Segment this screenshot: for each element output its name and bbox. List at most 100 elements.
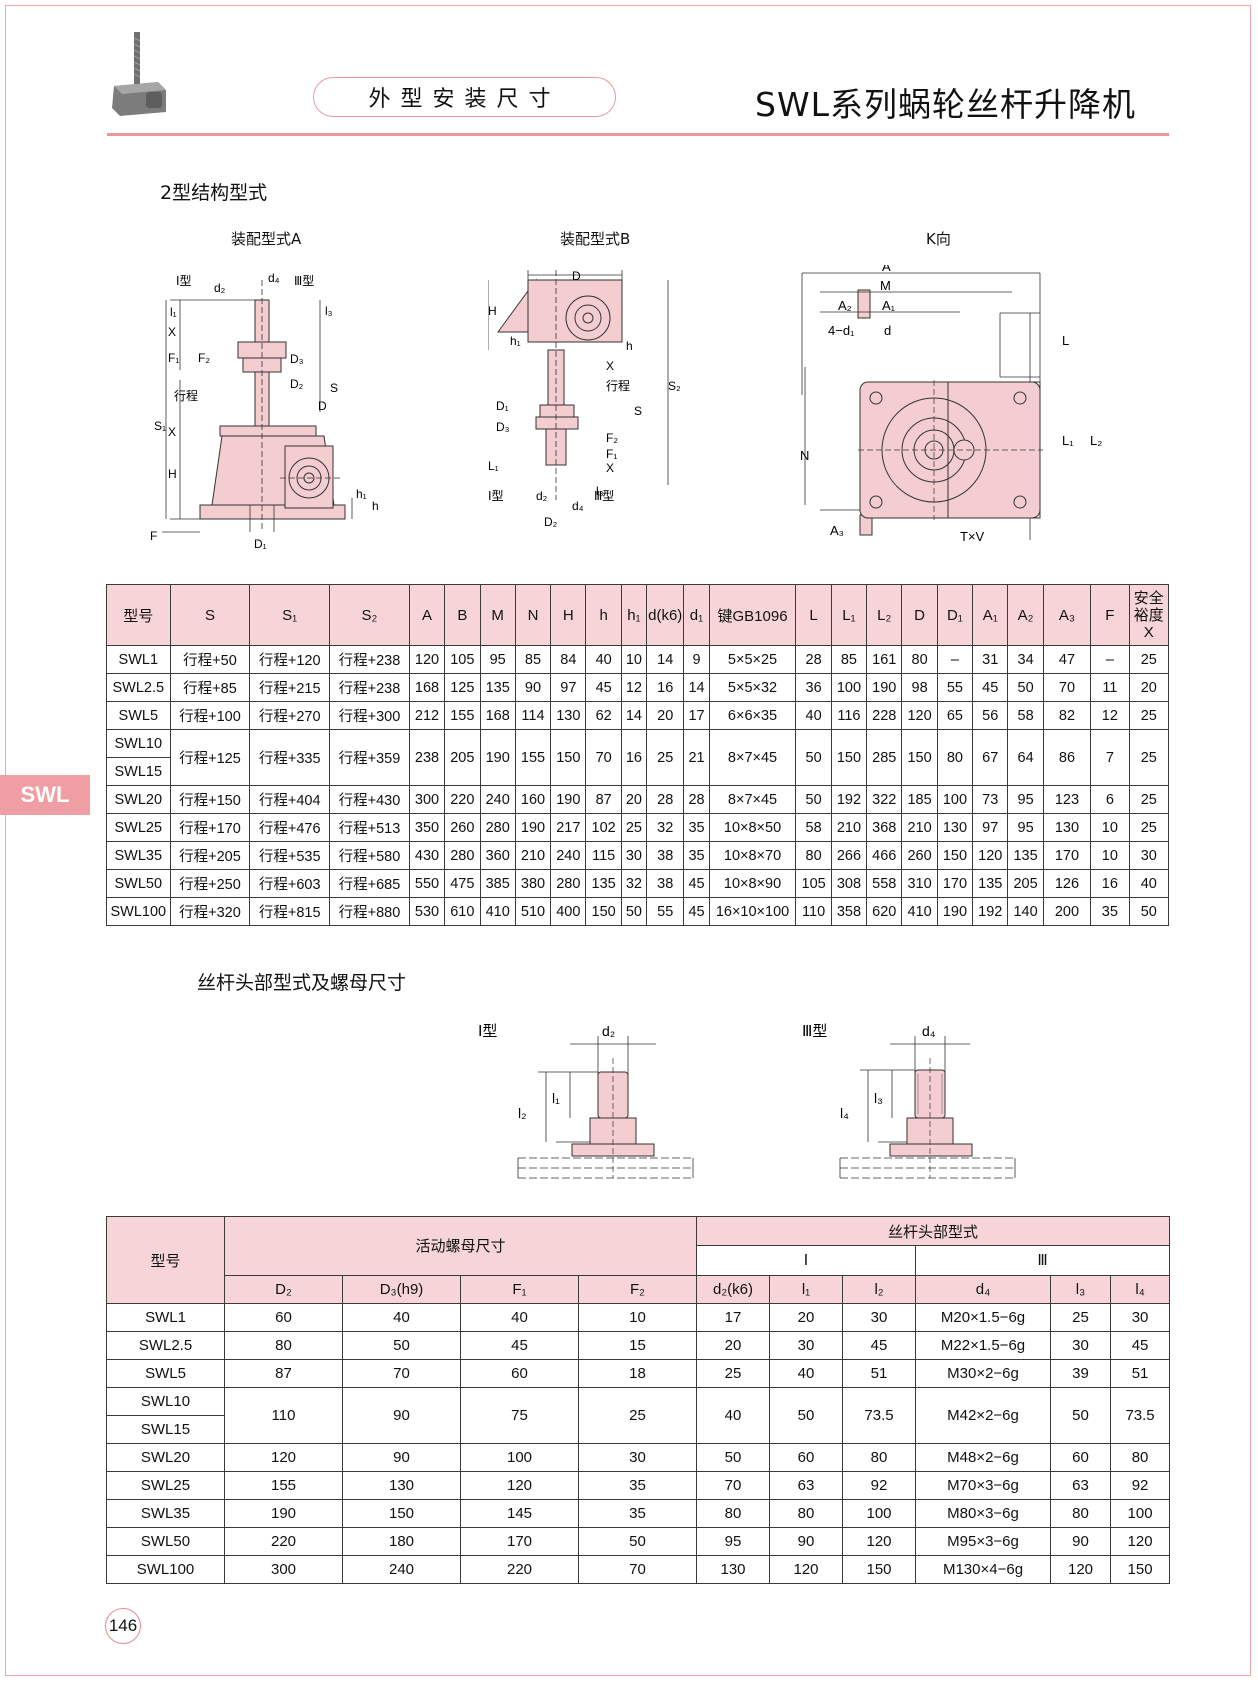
head-dim-l3: l₃ [874, 1090, 883, 1106]
caption-k-view: K向 [926, 230, 951, 248]
table-cell: 126 [1042, 869, 1092, 898]
table-cell: 25 [1050, 1303, 1112, 1332]
table-cell: M20×1.5−6g [915, 1303, 1052, 1332]
head-type-3-label: Ⅲ型 [802, 1023, 827, 1040]
dim-label-x-mid: X [168, 425, 176, 439]
page-border [5, 5, 1251, 1676]
table-cell: 90 [769, 1527, 844, 1556]
head-type-3-drawing: Ⅲ型 d₄ l₄ l₃ [802, 1023, 1016, 1179]
header-type3: Ⅲ [915, 1245, 1171, 1276]
t1-header-6: M [479, 584, 516, 646]
table-cell: 8×7×45 [708, 785, 797, 814]
table-cell: 73.5 [1110, 1387, 1171, 1444]
table-cell: 300 [408, 785, 446, 814]
table-cell: 185 [901, 785, 938, 814]
table-cell: 140 [1007, 897, 1044, 926]
table-cell: 150 [342, 1499, 461, 1528]
dim-label-h1: h₁ [356, 487, 367, 501]
table-cell: 190 [936, 897, 974, 926]
table-cell: 20 [646, 701, 685, 730]
table-cell: 130 [342, 1471, 461, 1500]
dim-label-x-top: X [168, 325, 176, 339]
table-cell: 80 [936, 729, 974, 786]
t1-header-19: A₁ [972, 584, 1009, 646]
table-cell: 285 [866, 729, 903, 786]
table-cell: 123 [1042, 785, 1092, 814]
table-cell: 97 [972, 813, 1009, 842]
table-cell: M48×2−6g [915, 1443, 1052, 1472]
t1-header-9: h [585, 584, 622, 646]
t1-header-22: F [1090, 584, 1130, 646]
t1-header-7: N [514, 584, 552, 646]
t1-header-17: D [901, 584, 938, 646]
table-cell: 行程+50 [169, 645, 251, 674]
t1-header-11: d(k6) [646, 584, 685, 646]
table-cell: 190 [514, 813, 552, 842]
table-cell: 210 [514, 841, 552, 870]
table-cell: M22×1.5−6g [915, 1331, 1052, 1360]
table-cell: 25 [646, 729, 685, 786]
table-cell: 60 [1050, 1443, 1112, 1472]
table-cell: 25 [1128, 813, 1170, 842]
table-cell: 110 [795, 897, 832, 926]
table-cell: M42×2−6g [915, 1387, 1052, 1444]
table-cell: 63 [769, 1471, 844, 1500]
table-cell: 180 [342, 1527, 461, 1556]
dim-label-f2: F₂ [198, 351, 210, 365]
table-cell: 120 [972, 841, 1009, 870]
table-cell: 10 [577, 1303, 698, 1332]
table-cell: 170 [936, 869, 974, 898]
dim-label-type3-b: Ⅲ型 [594, 489, 614, 503]
head-type-1-drawing: Ⅰ型 d₂ l₂ l₁ [478, 1023, 694, 1179]
table-cell: 10×8×50 [708, 813, 797, 842]
t2-subheader-8: l₃ [1050, 1274, 1112, 1305]
t2-subheader-0: D₂ [224, 1274, 343, 1305]
table-cell: 34 [1007, 645, 1044, 674]
model-cell: SWL100 [106, 1555, 225, 1584]
t1-header-10: h₁ [620, 584, 648, 646]
section-pill: 外型安装尺寸 [313, 77, 616, 117]
table-cell: 380 [514, 869, 552, 898]
table-cell: 90 [1050, 1527, 1112, 1556]
table-cell: 80 [1110, 1443, 1171, 1472]
table-cell: 行程+170 [169, 813, 251, 842]
assembly-a-drawing: K Ⅰ型 Ⅲ型 d₄ d₂ l₁ l₃ X F₁ F₂ D₃ D₂ D S S₁… [150, 271, 379, 551]
table-cell: 100 [460, 1443, 579, 1472]
page-number: 146 [105, 1608, 141, 1644]
dim-label-d3-b: D₃ [496, 420, 510, 434]
header-head: 丝杆头部型式 [696, 1215, 1171, 1247]
table-cell: 240 [550, 841, 587, 870]
table-cell: 行程+685 [329, 869, 410, 898]
table-cell: 80 [224, 1331, 343, 1360]
table-cell: 行程+270 [249, 701, 331, 730]
table-cell: 84 [550, 645, 587, 674]
dim-label-d4: d₄ [268, 271, 280, 285]
model-cell: SWL20 [106, 785, 171, 814]
table-cell: 308 [830, 869, 868, 898]
t1-header-8: H [550, 584, 587, 646]
model-cell: SWL25 [106, 1471, 225, 1500]
head-type-1-label: Ⅰ型 [478, 1023, 497, 1040]
table-cell: 28 [646, 785, 685, 814]
model-cell: SWL35 [106, 1499, 225, 1528]
table-cell: 190 [479, 729, 516, 786]
table-cell: – [936, 645, 974, 674]
dim-label-d1-b: D₁ [496, 399, 509, 413]
t1-header-16: L₂ [866, 584, 903, 646]
table-cell: 98 [901, 673, 938, 702]
table-cell: 135 [972, 869, 1009, 898]
header-rule [107, 133, 1169, 136]
table-cell: 25 [1128, 701, 1170, 730]
table-cell: 35 [683, 813, 710, 842]
model-cell: SWL35 [106, 841, 171, 870]
table-cell: 170 [460, 1527, 579, 1556]
table-cell: 260 [444, 813, 481, 842]
table-cell: 210 [830, 813, 868, 842]
table-cell: 10 [1090, 813, 1130, 842]
table-cell: 240 [479, 785, 516, 814]
dim-label-hh-b: h [626, 339, 633, 353]
table-cell: 50 [769, 1387, 844, 1444]
dim-label-type3: Ⅲ型 [294, 274, 314, 288]
